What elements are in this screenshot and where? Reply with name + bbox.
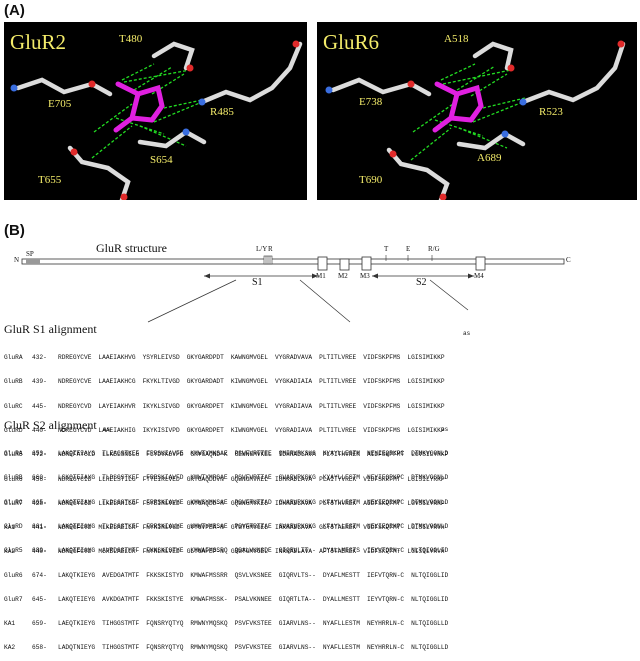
- s1-alignment-title: GluR S1 alignment: [4, 322, 97, 336]
- s2-label: S2: [416, 277, 427, 288]
- binding-site-mark: as: [103, 426, 111, 433]
- panel-b-label: (B): [4, 222, 25, 239]
- residue-label: T480: [119, 33, 143, 45]
- n-terminus-label: N: [14, 256, 20, 264]
- residue-label: A518: [444, 33, 469, 45]
- residue-label: T655: [38, 174, 62, 186]
- glur6-molecule-render: [325, 40, 626, 200]
- m2-label: M2: [338, 272, 348, 280]
- glur6-title: GluR6: [323, 30, 380, 54]
- s2-alignment-title: GluR S2 alignment: [4, 418, 97, 432]
- glur6-structure-panel: GluR6 A518 E738 R523 A689 T690: [317, 22, 637, 200]
- residue-label: R485: [210, 106, 234, 118]
- residue-label: A689: [477, 152, 502, 164]
- residue-label: S654: [150, 154, 173, 166]
- c-terminus-label: C: [566, 256, 571, 264]
- s1-label: S1: [252, 277, 263, 288]
- residue-label: T690: [359, 174, 383, 186]
- glur2-molecule-render: [10, 40, 303, 200]
- binding-site-mark: as: [441, 426, 449, 433]
- m3-label: M3: [360, 272, 370, 280]
- glur2-title: GluR2: [10, 30, 67, 54]
- structure-title: GluR structure: [96, 241, 167, 255]
- site-mark: T: [384, 245, 389, 253]
- site-mark: R/G: [428, 245, 440, 253]
- site-mark: L/Y: [256, 245, 268, 253]
- domain-diagram: [21, 255, 565, 323]
- panel-a-label: (A): [4, 2, 25, 19]
- site-mark: E: [406, 245, 411, 253]
- glur2-structure-panel: GluR2 T480 E705 R485 S654 T655: [4, 22, 307, 200]
- binding-site-mark: as: [463, 330, 471, 337]
- residue-label: E705: [48, 98, 72, 110]
- site-mark: R: [268, 245, 273, 253]
- residue-label: E738: [359, 96, 383, 108]
- residue-label: R523: [539, 106, 563, 118]
- m1-label: M1: [316, 272, 326, 280]
- m4-label: M4: [474, 272, 484, 280]
- signal-peptide-label: SP: [26, 250, 34, 258]
